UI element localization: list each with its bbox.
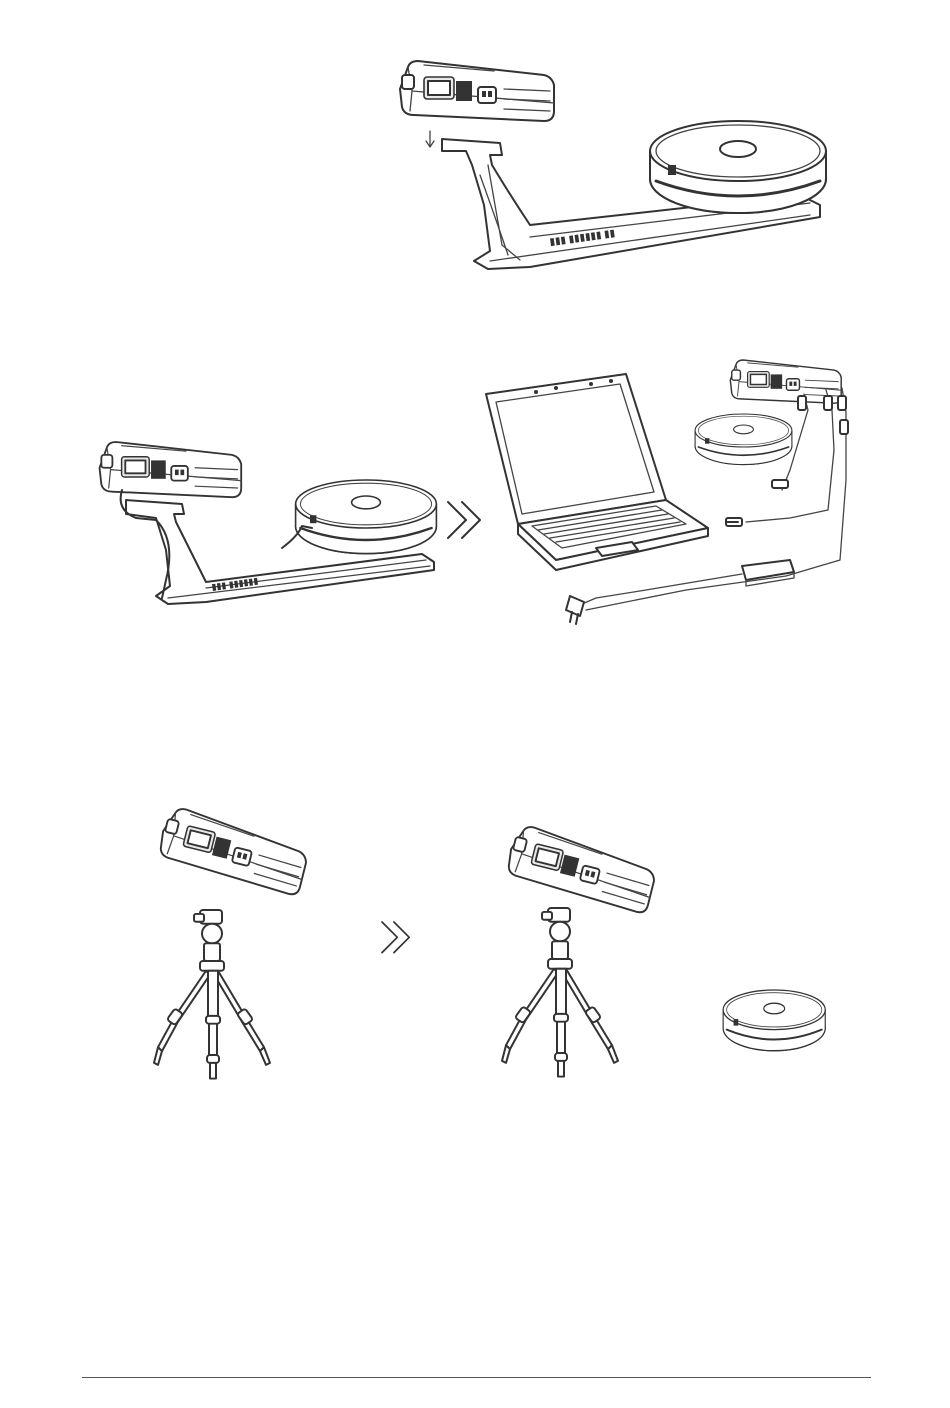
double-chevron-icon <box>382 922 409 953</box>
scanner-icon <box>100 442 242 497</box>
laptop-icon <box>486 374 708 570</box>
turntable-icon <box>723 990 825 1051</box>
scanner-icon <box>504 823 660 914</box>
figure-mount-scanner-on-bracket: ▮▮▮ ▮▮▮▮▮▮ ▮▮ <box>380 55 840 280</box>
turntable-icon <box>695 414 792 465</box>
arrow-down-icon <box>426 131 434 147</box>
footer-rule <box>82 1377 871 1378</box>
double-chevron-icon <box>448 502 480 538</box>
scanner-icon <box>156 805 312 896</box>
figure-mount-scanner-on-tripod <box>150 800 840 1082</box>
plug-icon <box>566 574 742 624</box>
turntable-icon <box>296 480 437 554</box>
power-adapter-icon <box>742 560 794 586</box>
scanner-icon <box>400 61 554 121</box>
tripod-icon <box>502 908 618 1077</box>
turntable-icon <box>650 121 826 213</box>
figure-connect-to-laptop: ▮▮▮ ▮▮▮▮▮▮ <box>86 350 866 635</box>
tripod-icon <box>154 910 270 1079</box>
